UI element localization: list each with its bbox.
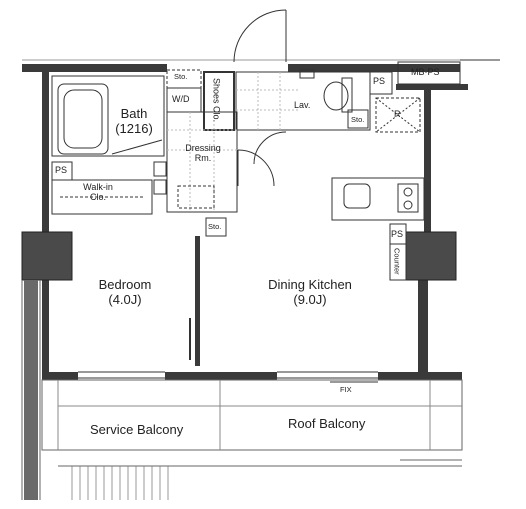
wall-bottom-mid [165,372,277,380]
r-label: R [394,109,401,119]
wall-bottom-left [42,372,78,380]
dressing-label: Dressing Rm. [170,143,236,164]
fix-label: FIX [340,385,352,394]
entrance-door-swing [233,9,287,63]
wall-right-lower [418,278,428,378]
dining-kitchen-name: Dining Kitchen [268,277,352,292]
dressing-ps-2 [153,179,167,195]
wall-left-lower [42,278,49,378]
wall-right-upper [424,84,431,234]
column-left [21,231,73,281]
wall-left [42,72,49,232]
bathtub-inner [63,89,103,149]
dressing-room [166,111,238,213]
toilet-tank [341,77,353,113]
lav-door-swing [253,131,287,165]
bathtub [57,83,109,155]
dressing-name-2: Rm. [194,153,212,164]
balcony-hatch [71,466,169,500]
walkin-label: Walk-in Clo. [76,182,120,203]
walkin-closet [51,179,153,215]
dressing-door-swing [237,149,275,187]
lav-tiles [236,72,300,130]
wall-top-left [22,64,167,72]
r-cross-1 [375,97,421,133]
bedroom-name: Bedroom [98,277,152,292]
walkin-name-1: Walk-in [83,182,113,192]
lav-label: Lav. [294,100,311,110]
ps-left-label: PS [55,165,68,175]
bath-door-line [111,139,163,155]
left-outer-fill [24,280,38,500]
stove-burner-2 [403,200,413,210]
ps-right-label: PS [391,229,404,239]
lav-counter [299,69,315,79]
sto-mid-box [205,217,227,237]
dining-kitchen-label: Dining Kitchen (9.0J) [250,277,370,308]
dressing-name-1: Dressing [185,143,221,153]
bath-label: Bath (1216) [108,106,160,137]
balcony-area [41,379,463,451]
roof-balcony-label: Roof Balcony [288,416,366,431]
bath-size: (1216) [115,120,153,136]
r-box [375,97,421,133]
ps-top-label: PS [373,76,386,86]
walkin-name-2: Clo. [89,192,106,203]
sto-top-label: Sto. [174,72,188,81]
kitchen-stove [397,183,419,213]
dressing-tiles [167,112,237,212]
counter-box [389,243,407,281]
sto-mid-label: Sto. [208,222,222,231]
bedroom-size: (4.0J) [108,291,142,307]
mbps-box [397,61,461,85]
mbps-label: MB·PS [411,67,440,77]
wall-interior-bed [195,236,200,366]
bath-room [51,75,165,157]
column-right [405,231,457,281]
stove-burner-1 [403,187,413,197]
lav-room [235,71,371,131]
dressing-ps-1 [153,161,167,177]
wall-mbps [396,84,468,90]
sto-lav-label: Sto. [351,115,365,124]
toilet-bowl [323,81,349,111]
counter-label: Counter [392,248,402,275]
wall-top-right [288,64,460,72]
bedroom-label: Bedroom (4.0J) [80,277,170,308]
shoes-label: Shoes Clo. [211,78,222,123]
ps-top-box [369,71,393,95]
sto-lav-box [347,109,369,129]
sto-top-box [166,69,202,89]
r-cross-2 [375,97,421,133]
service-balcony-label: Service Balcony [90,422,184,437]
wd-label: W/D [172,94,190,104]
bath-name: Bath [120,106,148,121]
dressing-vanity [177,185,215,209]
kitchen-island [331,177,425,221]
walls [22,64,468,380]
dining-kitchen-size: (9.0J) [293,291,327,307]
kitchen-sink [343,183,371,209]
